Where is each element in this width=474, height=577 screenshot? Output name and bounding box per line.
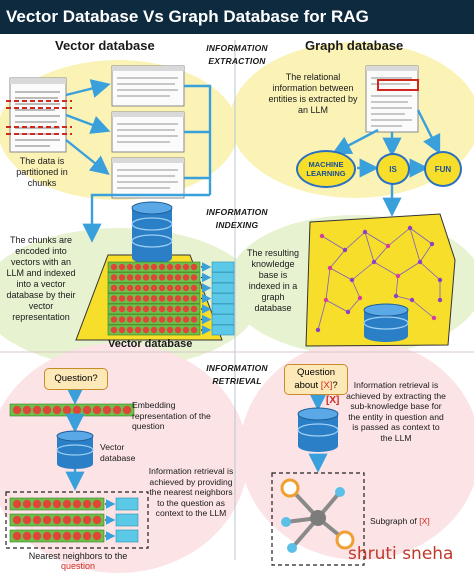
knowledge-graph-network (315, 225, 443, 333)
subgraph-caption-x: [X] (419, 516, 430, 526)
graph-question-bubble: Question about [X]? (284, 364, 348, 395)
relation-description: The relational information between entit… (268, 72, 358, 115)
graph-db-header: Graph database (305, 38, 404, 53)
chunk-1 (111, 65, 185, 107)
vector-retrieval-description: Information retrieval is achieved by pro… (148, 466, 234, 518)
graph-node (315, 327, 321, 333)
chunk-3 (111, 157, 185, 199)
graph-retrieval-db-icon (297, 407, 339, 452)
graph-node (342, 247, 348, 253)
relation-arrows (331, 109, 441, 217)
subgraph-caption: Subgraph of [X] (370, 516, 430, 527)
question-embedding (9, 403, 135, 417)
vector-db-cylinder-icon (131, 201, 173, 264)
nearest-neighbors-line1: Nearest neighbors to the (28, 551, 128, 561)
stage-extraction-line2: EXTRACTION (208, 56, 266, 66)
vector-db-label: Vector database (108, 338, 193, 350)
graph-question-line2: about [X]? (285, 379, 347, 392)
vector-embedding-row (107, 272, 235, 283)
graph-node (362, 229, 368, 235)
question-embedding-row (9, 403, 135, 417)
graph-node (349, 277, 355, 283)
page-title: Vector Database Vs Graph Database for RA… (0, 0, 474, 34)
graph-node (437, 277, 443, 283)
neighbor-embedding-row (9, 529, 139, 543)
embedding-description: Embedding representation of the question (132, 400, 211, 431)
stage-indexing-label: INFORMATION INDEXING (196, 206, 278, 232)
graph-node (409, 297, 415, 303)
nearest-neighbors-line2: question (60, 561, 96, 571)
graph-node (327, 265, 333, 271)
stage-indexing-line2: INDEXING (215, 220, 259, 230)
partition-description: The data is partitioned in chunks (16, 156, 68, 188)
neighbor-embedding-row (9, 497, 139, 511)
graph-node (357, 295, 363, 301)
vector-embedding-row (107, 303, 235, 315)
encode-description: The chunks are encoded into vectors with… (6, 235, 76, 322)
graph-node (393, 293, 399, 299)
graph-db-cylinder-icon (363, 303, 409, 342)
nearest-neighbors-box (5, 491, 149, 549)
nearest-neighbor-rows (9, 497, 139, 543)
graph-node (407, 225, 413, 231)
graph-node (371, 259, 377, 265)
vector-embedding-row (107, 282, 235, 294)
stage-retrieval-label: INFORMATION RETRIEVAL (196, 362, 278, 388)
graph-node (319, 233, 325, 239)
graph-node (385, 243, 391, 249)
vector-embedding-row (107, 261, 235, 273)
graph-node (429, 241, 435, 247)
node-fun: FUN (424, 151, 462, 187)
subgraph-box (271, 472, 365, 566)
graph-node (345, 309, 351, 315)
subgraph-caption-prefix: Subgraph of (370, 516, 420, 526)
author-watermark: shruti sneha (348, 544, 454, 564)
small-vector-db-icon (56, 430, 94, 469)
vector-embedding-row (107, 314, 235, 325)
vector-embedding-rows (107, 261, 235, 336)
stage-extraction-label: INFORMATION EXTRACTION (196, 42, 278, 68)
subgraph-network (280, 478, 355, 553)
graph-x-tag: [X] (326, 395, 340, 406)
chunk-2 (111, 111, 185, 153)
graph-node (417, 259, 423, 265)
stage-indexing-line1: INFORMATION (206, 207, 268, 217)
source-document-icon (6, 77, 72, 153)
graph-question-line1: Question (296, 367, 336, 378)
graph-node (437, 297, 443, 303)
nearest-neighbors-caption: Nearest neighbors to the question (8, 551, 148, 571)
small-vector-db-label: Vector database (100, 442, 136, 463)
graph-question-x: [X] (320, 380, 333, 391)
graph-retrieval-bg (240, 340, 474, 560)
stage-retrieval-line1: INFORMATION (206, 363, 268, 373)
vector-embedding-row (107, 293, 235, 304)
graph-source-document-icon (365, 65, 419, 133)
knowledge-base-description: The resulting knowledge base is indexed … (246, 248, 300, 313)
graph-retrieval-description: Information retrieval is achieved by ext… (346, 380, 446, 443)
question-bubble: Question? (44, 368, 108, 390)
graph-question-prefix: about (294, 380, 321, 391)
partition-arrows (65, 79, 212, 243)
stage-extraction-line1: INFORMATION (206, 43, 268, 53)
vector-db-header: Vector database (55, 38, 155, 53)
graph-node (431, 315, 437, 321)
graph-node (323, 297, 329, 303)
node-machine-learning: MACHINE LEARNING (296, 150, 356, 188)
neighbor-embedding-row (9, 513, 139, 527)
node-is: IS (376, 153, 410, 185)
knowledge-base-panel (305, 213, 456, 347)
vector-embedding-row (107, 324, 235, 336)
graph-question-suffix: ? (332, 380, 338, 391)
graph-node (395, 273, 401, 279)
stage-retrieval-line2: RETRIEVAL (212, 376, 262, 386)
